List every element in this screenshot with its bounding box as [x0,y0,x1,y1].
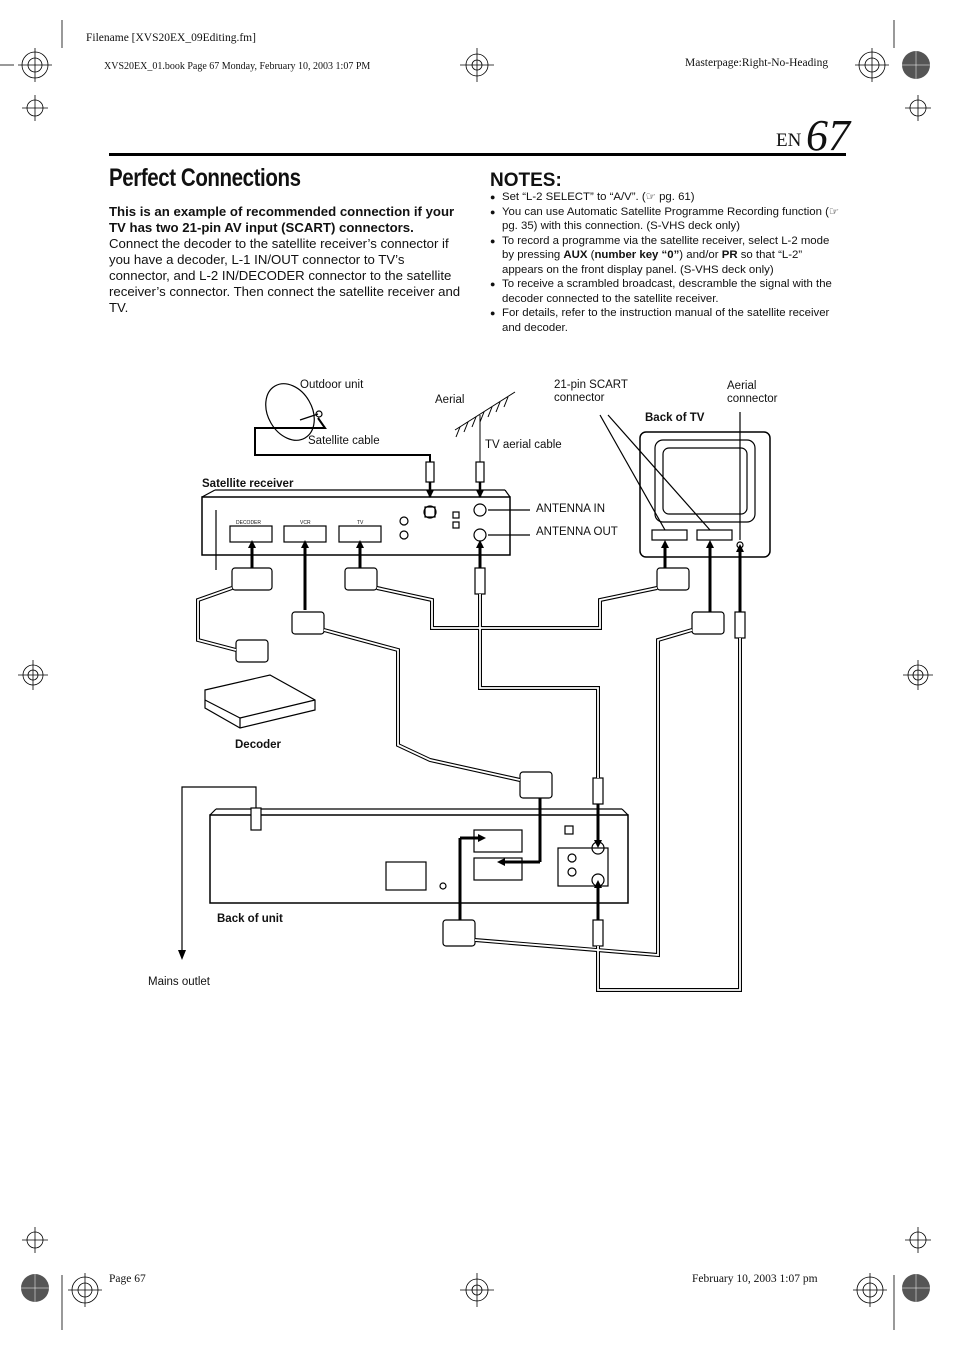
aerial-connector-label: Aerial connector [727,380,778,405]
language-code: EN [776,130,802,151]
note-item: Set “L-2 SELECT” to “A/V”. (☞ pg. 61) [490,190,842,205]
notes-heading: NOTES: [490,170,562,191]
tv-set [639,431,771,558]
note-item: For details, refer to the instruction ma… [490,306,842,335]
vcr-back-panel [209,807,629,904]
aerial-label: Aerial [435,394,465,406]
header-rule [109,153,846,156]
scart-connector-label: 21-pin SCART connector [554,379,628,404]
rx-decoder-label: DECODER [236,520,262,526]
note-item: To record a programme via the satellite … [490,234,842,278]
registration-mark-icon [855,48,889,82]
satellite-receiver-label: Satellite receiver [202,478,294,490]
registration-mark-icon [18,48,52,82]
antenna-icon [454,391,516,470]
book-info: XVS20EX_01.book Page 67 Monday, February… [104,61,371,72]
note-item: To receive a scrambled broadcast, descra… [490,277,842,306]
satellite-dish-icon [265,383,323,441]
masterpage-label: Masterpage:Right-No-Heading [685,57,829,69]
antenna-in-label: ANTENNA IN [536,503,606,515]
satellite-receiver [201,489,511,570]
pointing-hand-icon: ☞ [828,205,840,218]
page-number: 67 [806,111,850,160]
decoder-label: Decoder [235,739,282,751]
footer-date: February 10, 2003 1:07 pm [692,1273,818,1285]
back-of-unit-label: Back of unit [217,913,283,925]
page-title: Perfect Connections [109,164,301,192]
outdoor-unit-label: Outdoor unit [300,379,364,391]
pointing-hand-icon: ☞ [645,191,656,203]
filename-label: Filename [XVS20EX_09Editing.fm] [86,32,256,44]
rx-tv-label: TV [357,520,364,526]
footer-page: Page 67 [109,1273,146,1285]
decoder-device [204,674,316,729]
note-item: You can use Automatic Satellite Programm… [490,205,842,234]
satellite-cable-label: Satellite cable [308,435,380,447]
notes-list: Set “L-2 SELECT” to “A/V”. (☞ pg. 61) Yo… [490,190,842,335]
rx-vcr-label: VCR [300,520,311,526]
antenna-out-label: ANTENNA OUT [536,526,618,538]
tv-aerial-cable-label: TV aerial cable [485,439,562,451]
mains-outlet-label: Mains outlet [148,976,211,988]
back-of-tv-label: Back of TV [645,412,705,424]
intro-text: Connect the decoder to the satellite rec… [109,236,461,315]
intro-bold: This is an example of recommended connec… [109,204,455,235]
intro-paragraph: This is an example of recommended connec… [109,204,461,316]
